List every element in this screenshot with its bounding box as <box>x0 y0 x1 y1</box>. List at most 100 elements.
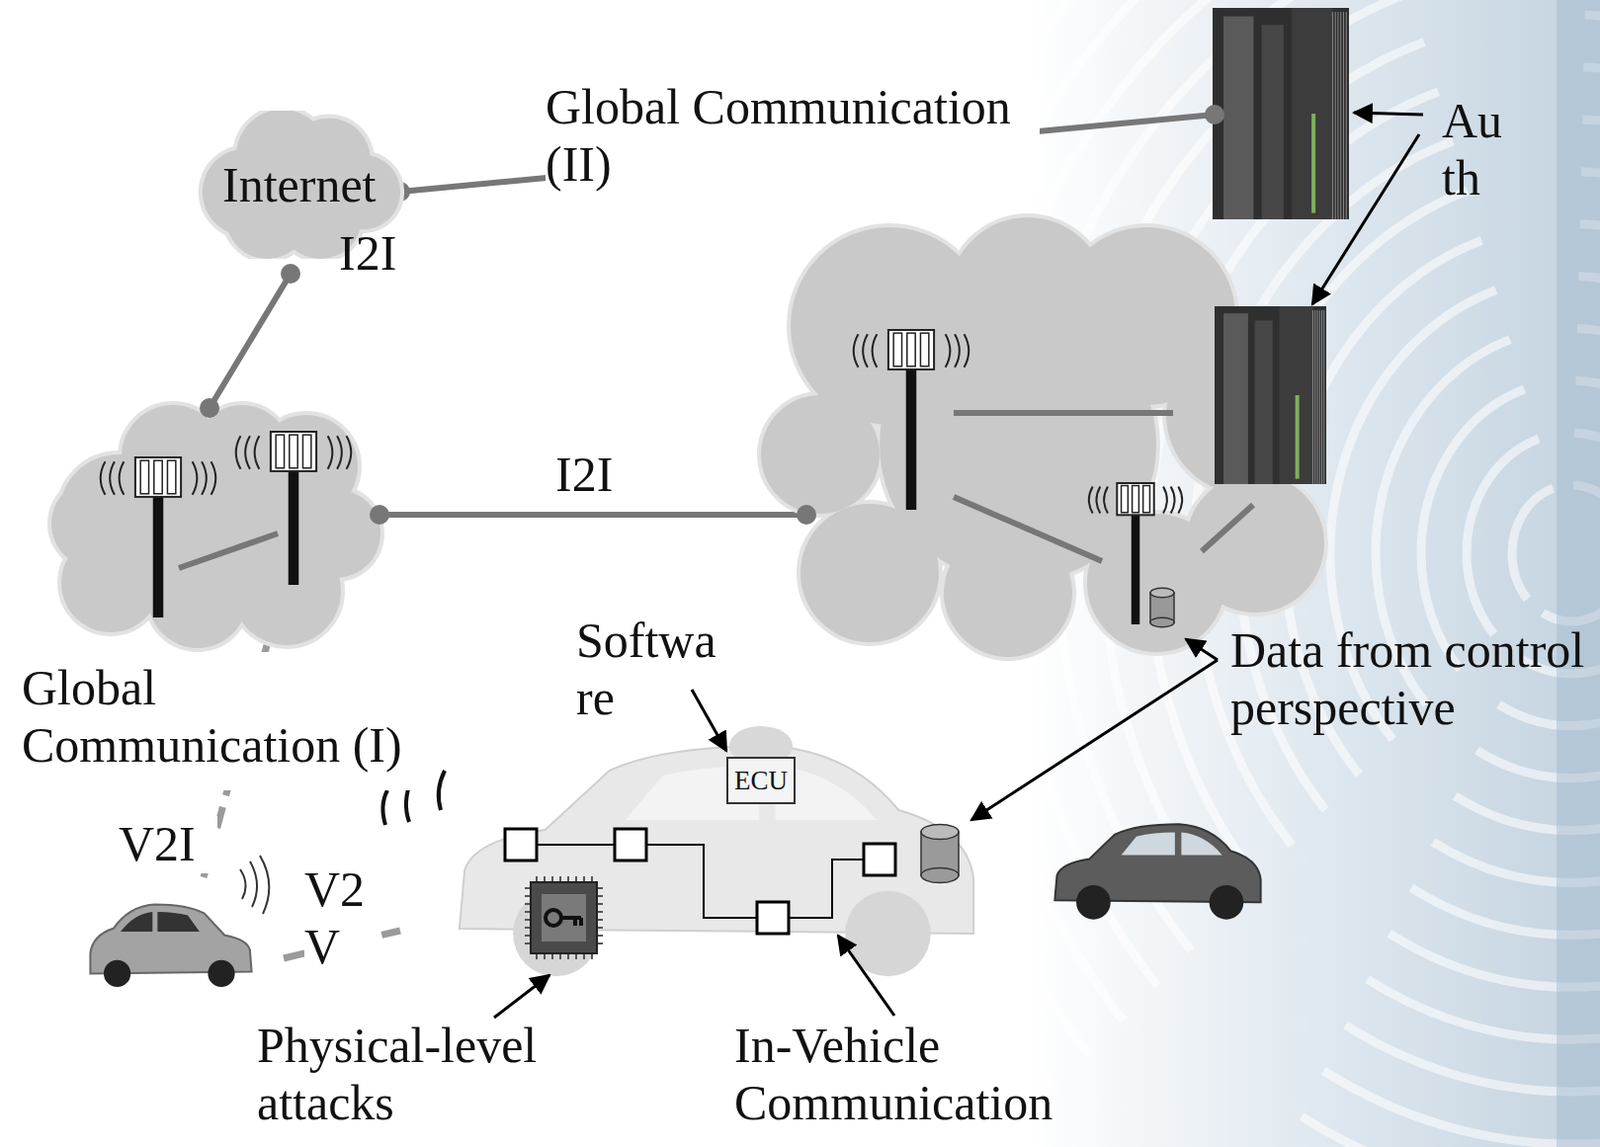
callout-label: Data from control perspective <box>1230 622 1595 737</box>
server-rack <box>1214 306 1327 485</box>
server-panel <box>1223 313 1249 485</box>
server-stripe <box>1319 310 1321 485</box>
antenna-element <box>1143 486 1151 513</box>
radio-wave <box>254 435 260 470</box>
i2i-link <box>209 273 291 409</box>
radio-wave <box>964 334 970 368</box>
fingerprint-texture <box>1047 0 1600 1147</box>
connection-dot <box>280 263 301 284</box>
antenna-panel <box>135 457 181 498</box>
chip-body <box>530 882 597 954</box>
callout-label: Physical-level attacks <box>256 1017 554 1132</box>
connection-dot <box>369 505 390 525</box>
server-panel <box>1279 306 1314 485</box>
radio-wave <box>236 435 242 470</box>
radio-wave <box>245 435 251 470</box>
cylinder-top <box>1150 588 1175 598</box>
fingerprint-ridge <box>1047 0 1600 1147</box>
fingerprint-ridge <box>1057 0 1600 1145</box>
car-wheel <box>1209 885 1245 921</box>
antenna-tower <box>236 431 352 586</box>
antenna-tower <box>853 330 970 510</box>
radio-wave <box>1178 486 1182 513</box>
node-text: ECU <box>734 765 788 797</box>
ecu-box: ECU <box>726 757 796 805</box>
car-wheel <box>103 960 131 988</box>
server-stripe <box>1346 11 1348 220</box>
cloud-outline <box>879 306 1157 584</box>
cylinder-bottom <box>921 867 959 883</box>
radio-wave <box>862 334 868 368</box>
radio-wave <box>346 435 352 470</box>
server-stripe <box>1316 310 1318 485</box>
connection-dot <box>796 505 817 525</box>
fingerprint-ridge <box>1284 224 1600 884</box>
security-chip <box>524 876 603 960</box>
antenna-panel <box>1116 483 1154 515</box>
server-stripe <box>1321 310 1323 485</box>
server-stripe <box>1323 310 1325 485</box>
callout-label: In-Vehicle Communication <box>734 1017 1071 1132</box>
server-label: Au th <box>1441 92 1516 207</box>
network-node <box>863 843 896 876</box>
cylinder-cover <box>922 873 958 877</box>
radio-wave <box>1163 486 1168 513</box>
leader-arrow <box>1185 639 1218 661</box>
neighbour-car <box>89 905 252 989</box>
cylinder-cover <box>1151 620 1174 624</box>
connected-car <box>459 746 974 977</box>
server-stripe <box>1332 11 1334 220</box>
radio-wave <box>201 461 207 496</box>
tower-pole <box>1131 500 1141 625</box>
radio-wave <box>336 435 342 470</box>
radio-wave <box>1095 486 1100 513</box>
leader-arrow <box>971 660 1218 821</box>
cylinder-top <box>921 824 959 840</box>
car-wheel <box>207 960 235 988</box>
bus-wire <box>630 844 773 919</box>
server-panel <box>1223 16 1254 220</box>
radio-wave <box>328 435 334 470</box>
server-panel <box>1255 320 1273 485</box>
server-stripe <box>1335 11 1337 220</box>
antenna-tower <box>1089 483 1182 625</box>
antenna-panel <box>888 330 934 370</box>
fingerprint-ridge <box>1047 0 1600 1147</box>
link-label: I2I <box>338 225 438 283</box>
link-label: V2I <box>118 816 218 874</box>
radio-wave <box>853 334 859 368</box>
antenna-element <box>302 434 311 469</box>
antenna-element <box>1132 486 1140 513</box>
leader-arrow <box>691 689 727 752</box>
radio-wave <box>954 334 960 368</box>
link-label: Global Communication (II) <box>545 79 1040 193</box>
tower-link <box>953 410 1174 417</box>
key-shaft <box>561 918 582 927</box>
connection-dot <box>1204 104 1225 125</box>
fingerprint-ridge <box>1047 0 1600 1147</box>
antenna-element <box>907 333 916 367</box>
server-panel <box>1262 24 1284 220</box>
antenna-element <box>140 460 149 495</box>
link-label: I2I <box>555 446 655 505</box>
radio-wave <box>945 334 951 368</box>
node-text: Internet <box>222 156 376 214</box>
side-band <box>1556 0 1600 1147</box>
tower-link <box>1201 505 1254 552</box>
storage-cylinder <box>921 824 959 883</box>
link-label: V2 V <box>304 861 379 976</box>
radio-wave <box>1171 486 1176 513</box>
server-stripe <box>1340 11 1342 220</box>
car-window <box>1180 833 1222 856</box>
antenna-element <box>289 434 298 469</box>
radio-wave <box>211 461 217 496</box>
network-node <box>505 829 537 861</box>
base-station-cloud <box>51 405 381 649</box>
cloud-outline <box>760 395 880 514</box>
server-rack <box>1212 7 1349 220</box>
car-window <box>120 912 153 932</box>
fingerprint-ridge <box>1047 0 1600 1147</box>
status-light <box>1295 395 1300 480</box>
vintage-car <box>1054 824 1261 920</box>
